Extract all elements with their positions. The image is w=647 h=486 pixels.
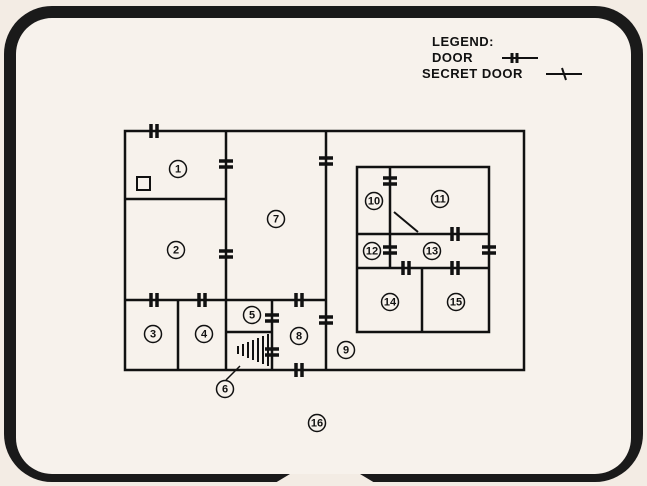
door bbox=[265, 313, 279, 323]
room-number: 1 bbox=[175, 164, 181, 176]
room-circle bbox=[380, 292, 400, 312]
room-number: 14 bbox=[384, 297, 397, 309]
room-marker-9: 9 bbox=[336, 340, 356, 360]
room-circle bbox=[194, 324, 214, 344]
room-circle bbox=[266, 209, 286, 229]
door bbox=[294, 293, 304, 307]
room-number: 4 bbox=[201, 329, 208, 341]
room-6-leader bbox=[225, 365, 241, 381]
room-circle bbox=[430, 189, 450, 209]
room-number: 7 bbox=[273, 214, 279, 226]
legend-door-label: DOOR bbox=[432, 50, 473, 65]
room-marker-5: 5 bbox=[242, 305, 262, 325]
secret-door bbox=[393, 211, 419, 233]
room-number: 10 bbox=[368, 196, 380, 208]
room-number: 5 bbox=[249, 310, 255, 322]
room-circle bbox=[446, 292, 466, 312]
bezel-notch bbox=[270, 474, 380, 486]
room-circle bbox=[362, 241, 382, 261]
room-marker-1: 1 bbox=[168, 159, 188, 179]
door bbox=[149, 124, 159, 138]
map-outer-wall bbox=[123, 129, 526, 372]
room-marker-8: 8 bbox=[289, 326, 309, 346]
door bbox=[401, 261, 411, 275]
room-marker-4: 4 bbox=[194, 324, 214, 344]
legend-secret-door-icon bbox=[546, 67, 582, 81]
door bbox=[294, 363, 304, 377]
room-number: 13 bbox=[426, 246, 438, 258]
door bbox=[197, 293, 207, 307]
room-number: 2 bbox=[173, 245, 179, 257]
room-marker-10: 10 bbox=[364, 191, 384, 211]
room-number: 15 bbox=[450, 297, 462, 309]
door bbox=[319, 156, 333, 166]
doors bbox=[149, 124, 496, 377]
legend-secret-door-label: SECRET DOOR bbox=[422, 66, 523, 81]
door bbox=[219, 249, 233, 259]
room-number: 8 bbox=[296, 331, 302, 343]
room-marker-16: 16 bbox=[307, 413, 327, 433]
room-number: 11 bbox=[434, 194, 446, 206]
screen-area bbox=[16, 18, 631, 474]
room-marker-3: 3 bbox=[143, 324, 163, 344]
door bbox=[219, 159, 233, 169]
room-marker-14: 14 bbox=[380, 292, 400, 312]
room-marker-6: 6 bbox=[215, 379, 235, 399]
room-marker-7: 7 bbox=[266, 209, 286, 229]
pillar-square bbox=[136, 176, 151, 191]
room-marker-11: 11 bbox=[430, 189, 450, 209]
room-marker-2: 2 bbox=[166, 240, 186, 260]
room-circle bbox=[242, 305, 262, 325]
room-circle bbox=[422, 241, 442, 261]
room-circle bbox=[168, 159, 188, 179]
door bbox=[482, 245, 496, 255]
room-number: 16 bbox=[311, 418, 323, 430]
room-number: 3 bbox=[150, 329, 156, 341]
room-circle bbox=[336, 340, 356, 360]
door bbox=[450, 227, 460, 241]
room-marker-13: 13 bbox=[422, 241, 442, 261]
door bbox=[383, 176, 397, 186]
door bbox=[450, 261, 460, 275]
door bbox=[319, 315, 333, 325]
room-number: 12 bbox=[366, 246, 378, 258]
room-circle bbox=[307, 413, 327, 433]
room-number: 6 bbox=[222, 384, 228, 396]
door bbox=[265, 347, 279, 357]
room-circle bbox=[289, 326, 309, 346]
room-marker-12: 12 bbox=[362, 241, 382, 261]
legend: LEGEND: DOOR SECRET DOOR bbox=[422, 34, 582, 81]
room-circle bbox=[166, 240, 186, 260]
room-circle bbox=[364, 191, 384, 211]
door bbox=[383, 245, 397, 255]
room-circle bbox=[143, 324, 163, 344]
legend-door-icon bbox=[502, 53, 538, 63]
legend-title: LEGEND: bbox=[432, 34, 494, 49]
room-circle bbox=[215, 379, 235, 399]
door bbox=[149, 293, 159, 307]
room-marker-15: 15 bbox=[446, 292, 466, 312]
room-number: 9 bbox=[343, 345, 349, 357]
